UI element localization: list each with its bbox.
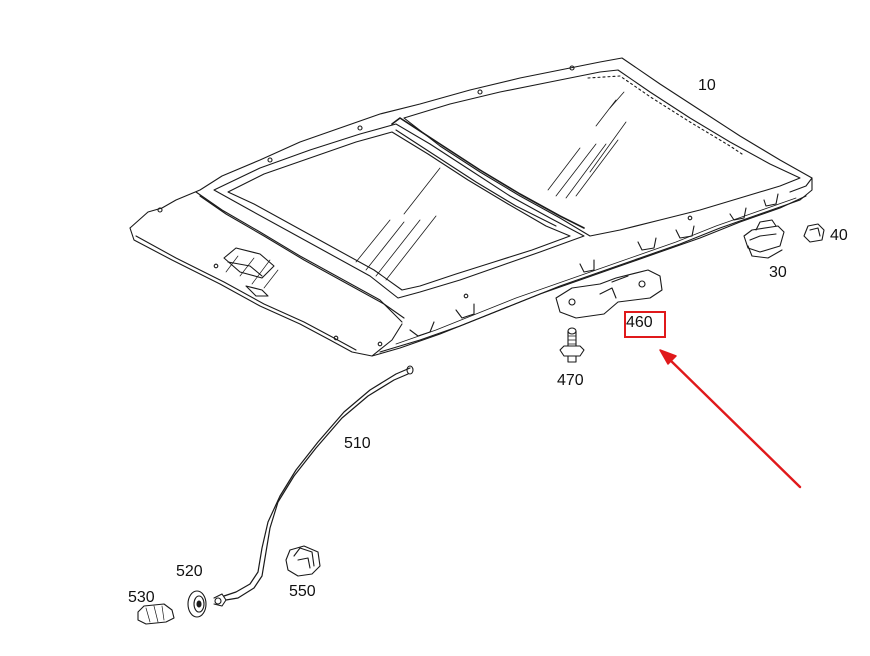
bracket-part-460 (555, 269, 663, 319)
nut-part-40 (803, 223, 825, 243)
label-part-550: 550 (289, 583, 316, 600)
highlight-box-460 (624, 311, 666, 338)
label-part-460: 460 (626, 314, 653, 331)
clip-part-550 (285, 545, 321, 577)
label-part-470: 470 (557, 372, 584, 389)
bolt-part-470 (559, 327, 585, 363)
roof-panel (129, 57, 813, 357)
highlight-arrow (659, 349, 802, 489)
label-part-510: 510 (344, 435, 371, 452)
clip-part-30 (743, 219, 785, 259)
label-part-520: 520 (176, 563, 203, 580)
label-part-530: 530 (128, 589, 155, 606)
label-part-10: 10 (698, 77, 716, 94)
label-part-40: 40 (830, 227, 848, 244)
drain-hose-part-510 (223, 365, 414, 601)
grommet-part-520 (187, 590, 227, 618)
valve-part-530 (137, 603, 175, 625)
label-part-30: 30 (769, 264, 787, 281)
